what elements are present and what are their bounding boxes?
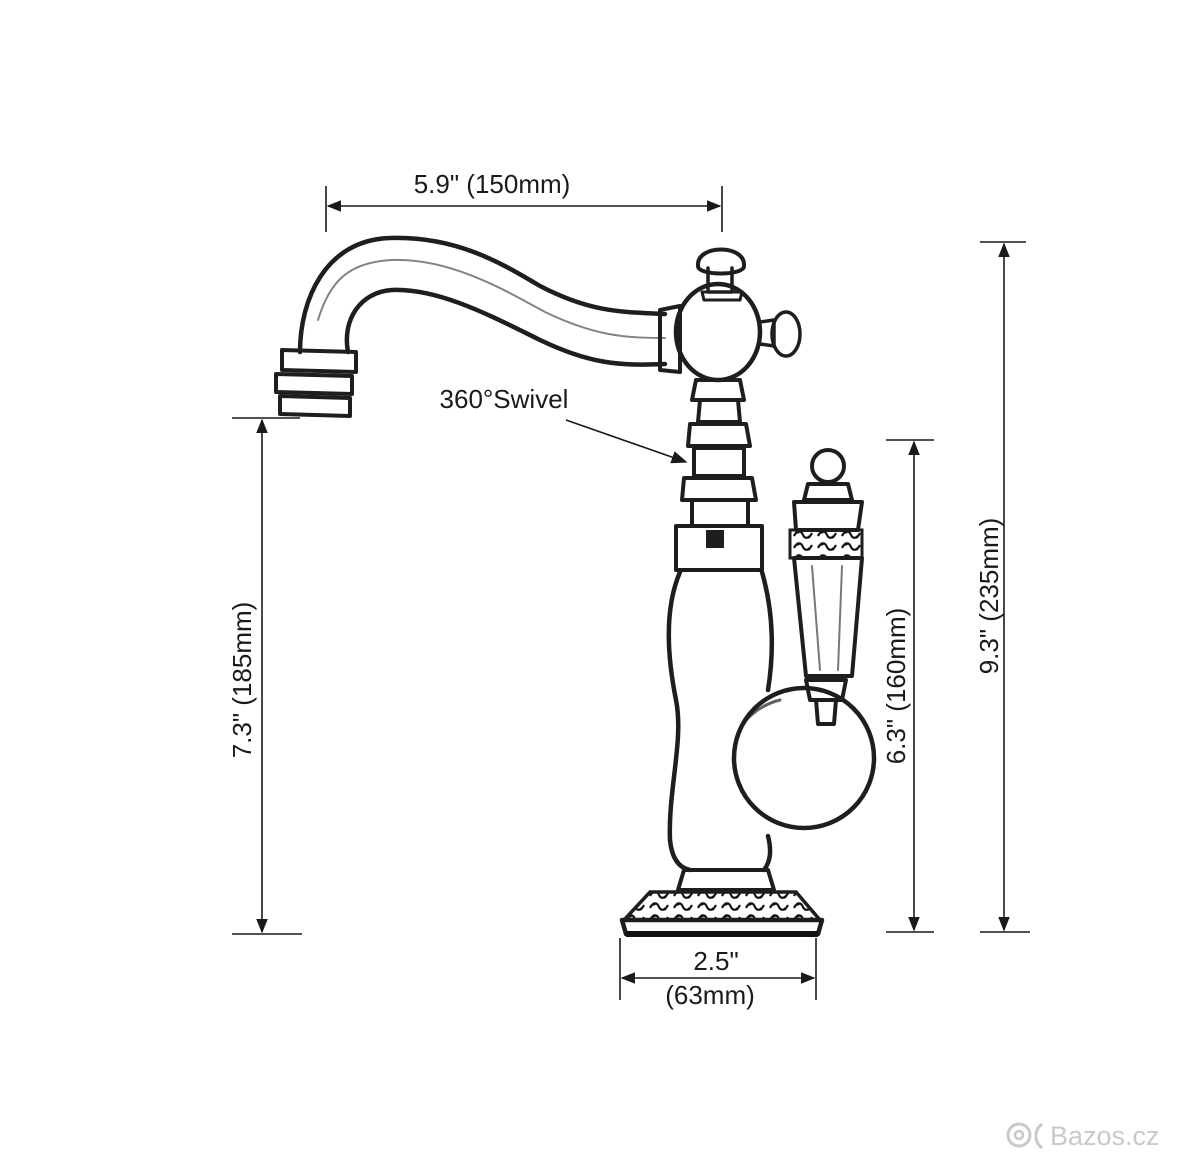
faucet-illustration: [274, 235, 877, 937]
swivel-callout: 360°Swivel: [440, 384, 688, 464]
spout-hub: [658, 247, 802, 383]
dimension-handle-height: 6.3" (160mm): [881, 439, 934, 933]
dimension-spout-height: 7.3" (185mm): [227, 417, 302, 935]
at-icon: [1006, 1122, 1044, 1150]
watermark: Bazos.cz: [1006, 1121, 1160, 1151]
handle-height-label: 6.3" (160mm): [881, 608, 911, 765]
base-diameter-inch-label: 2.5": [693, 946, 738, 976]
dimension-total-height: 9.3" (235mm): [974, 241, 1030, 933]
faucet-body: [666, 569, 877, 873]
dimension-spout-reach: 5.9" (150mm): [325, 169, 723, 232]
spout-height-label: 7.3" (185mm): [227, 602, 257, 759]
faucet-base: [619, 868, 825, 937]
total-height-label: 9.3" (235mm): [974, 518, 1004, 675]
spout-reach-label: 5.9" (150mm): [414, 169, 571, 199]
swivel-label: 360°Swivel: [440, 384, 569, 414]
ceramic-handle: [788, 448, 864, 678]
base-diameter-mm-label: (63mm): [665, 980, 755, 1010]
swivel-neck: [674, 378, 764, 572]
spout: [274, 235, 668, 418]
watermark-text: Bazos.cz: [1050, 1121, 1160, 1151]
dimension-base-diameter: 2.5" (63mm): [619, 938, 817, 1010]
